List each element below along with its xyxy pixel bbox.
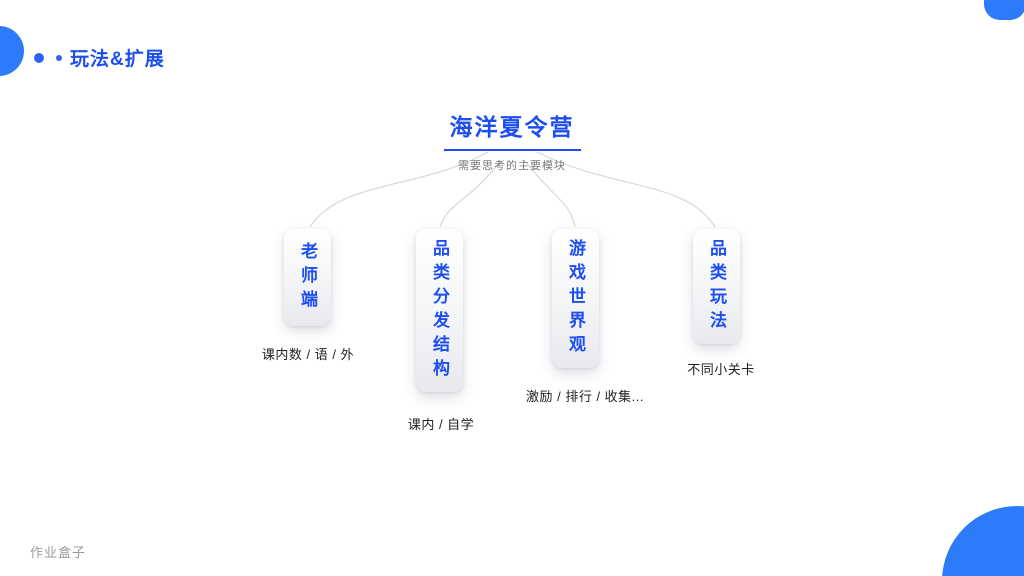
node-card-teacher-side: 老师端 [284, 229, 331, 326]
slide-header: 玩法&扩展 [34, 44, 165, 71]
node-note: 不同小关卡 [687, 362, 755, 377]
node-label: 品类玩法 [707, 238, 726, 335]
bullet-dot-icon [56, 54, 62, 61]
node-label: 游戏世界观 [566, 238, 585, 359]
node-note: 课内 / 自学 [407, 417, 475, 432]
slide-title: 玩法&扩展 [70, 49, 165, 70]
node-label: 老师端 [298, 241, 317, 314]
node-note: 激励 / 排行 / 收集... [525, 389, 645, 404]
accent-dot-icon [34, 52, 44, 63]
decorative-circle-bottom-right [942, 506, 1024, 576]
decorative-shape-top-right [984, 0, 1024, 20]
diagram-title: 海洋夏令营 [443, 108, 581, 151]
decorative-circle-left [0, 26, 24, 76]
brand-logo-text: 作业盒子 [30, 545, 87, 560]
node-card-category-distribution-structure: 品类分发结构 [416, 229, 463, 392]
node-card-game-worldview: 游戏世界观 [552, 229, 599, 368]
diagram-title-block: 海洋夏令营 需要思考的主要模块 [312, 108, 712, 173]
node-note: 课内数 / 语 / 外 [261, 347, 355, 362]
node-label: 品类分发结构 [430, 238, 449, 383]
diagram-subtitle: 需要思考的主要模块 [458, 160, 566, 172]
node-card-category-gameplay: 品类玩法 [693, 229, 740, 344]
